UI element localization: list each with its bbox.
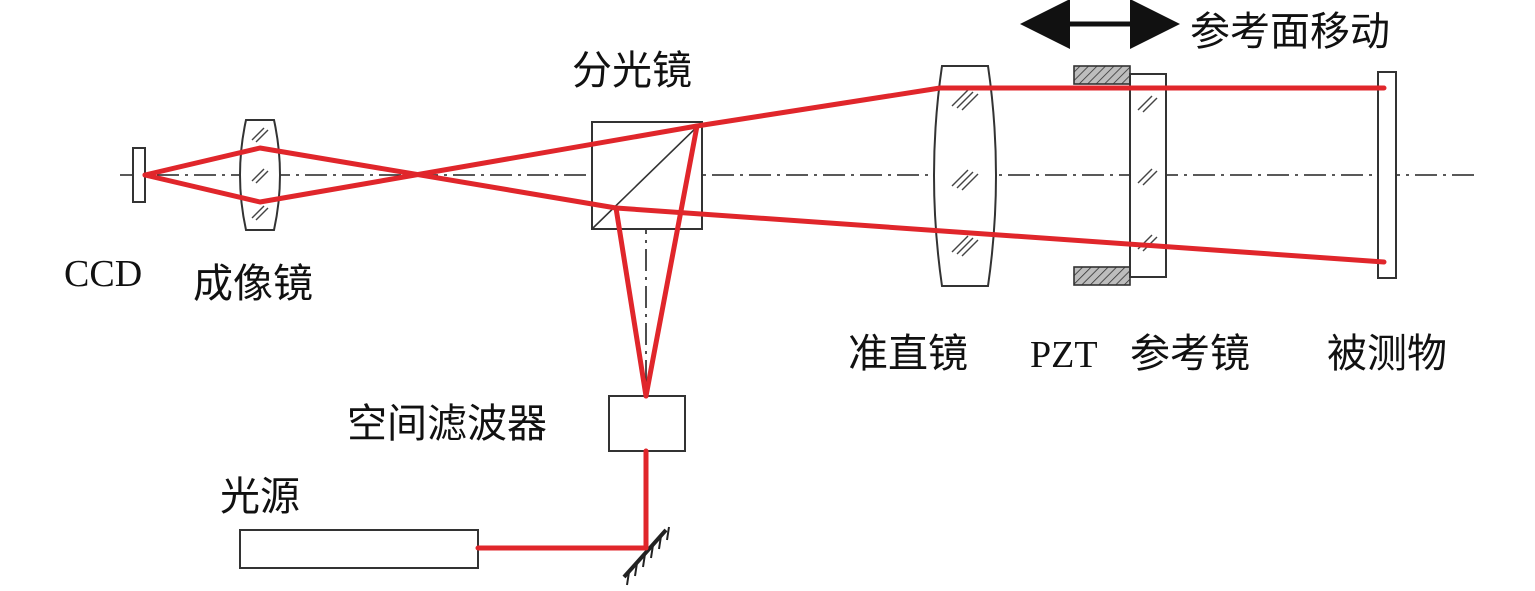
beam-lower-ray [613, 205, 1387, 399]
collimating-lens-glass-marks [951, 89, 979, 257]
beam-paths [142, 85, 1387, 551]
pzt-block-bottom [1073, 266, 1131, 286]
pzt-block-top [1073, 65, 1131, 85]
label-test-object: 被测物 [1327, 331, 1447, 377]
label-pzt: PZT [1030, 334, 1098, 376]
beam-source-to-filter [475, 448, 649, 551]
beam-splitter-diagonal [592, 122, 702, 229]
test-object [1377, 71, 1397, 279]
beam-to-ccd-lower [142, 123, 700, 205]
fold-mirror [622, 526, 670, 586]
beam-upper-ray [643, 85, 1387, 399]
label-light-source: 光源 [220, 474, 300, 520]
imaging-lens [239, 119, 281, 231]
spatial-filter [608, 395, 686, 452]
imaging-lens-glass-marks [251, 127, 269, 221]
label-reference-mirror: 参考镜 [1130, 331, 1250, 377]
beam-to-ccd-upper [142, 145, 619, 211]
label-collimator: 准直镜 [848, 331, 968, 377]
label-spatial-filter: 空间滤波器 [347, 401, 547, 447]
light-source [239, 529, 479, 569]
label-imaging-lens: 成像镜 [193, 261, 313, 307]
label-reference-move: 参考面移动 [1190, 9, 1390, 55]
label-ccd: CCD [64, 253, 142, 295]
label-beam-splitter: 分光镜 [572, 48, 692, 94]
